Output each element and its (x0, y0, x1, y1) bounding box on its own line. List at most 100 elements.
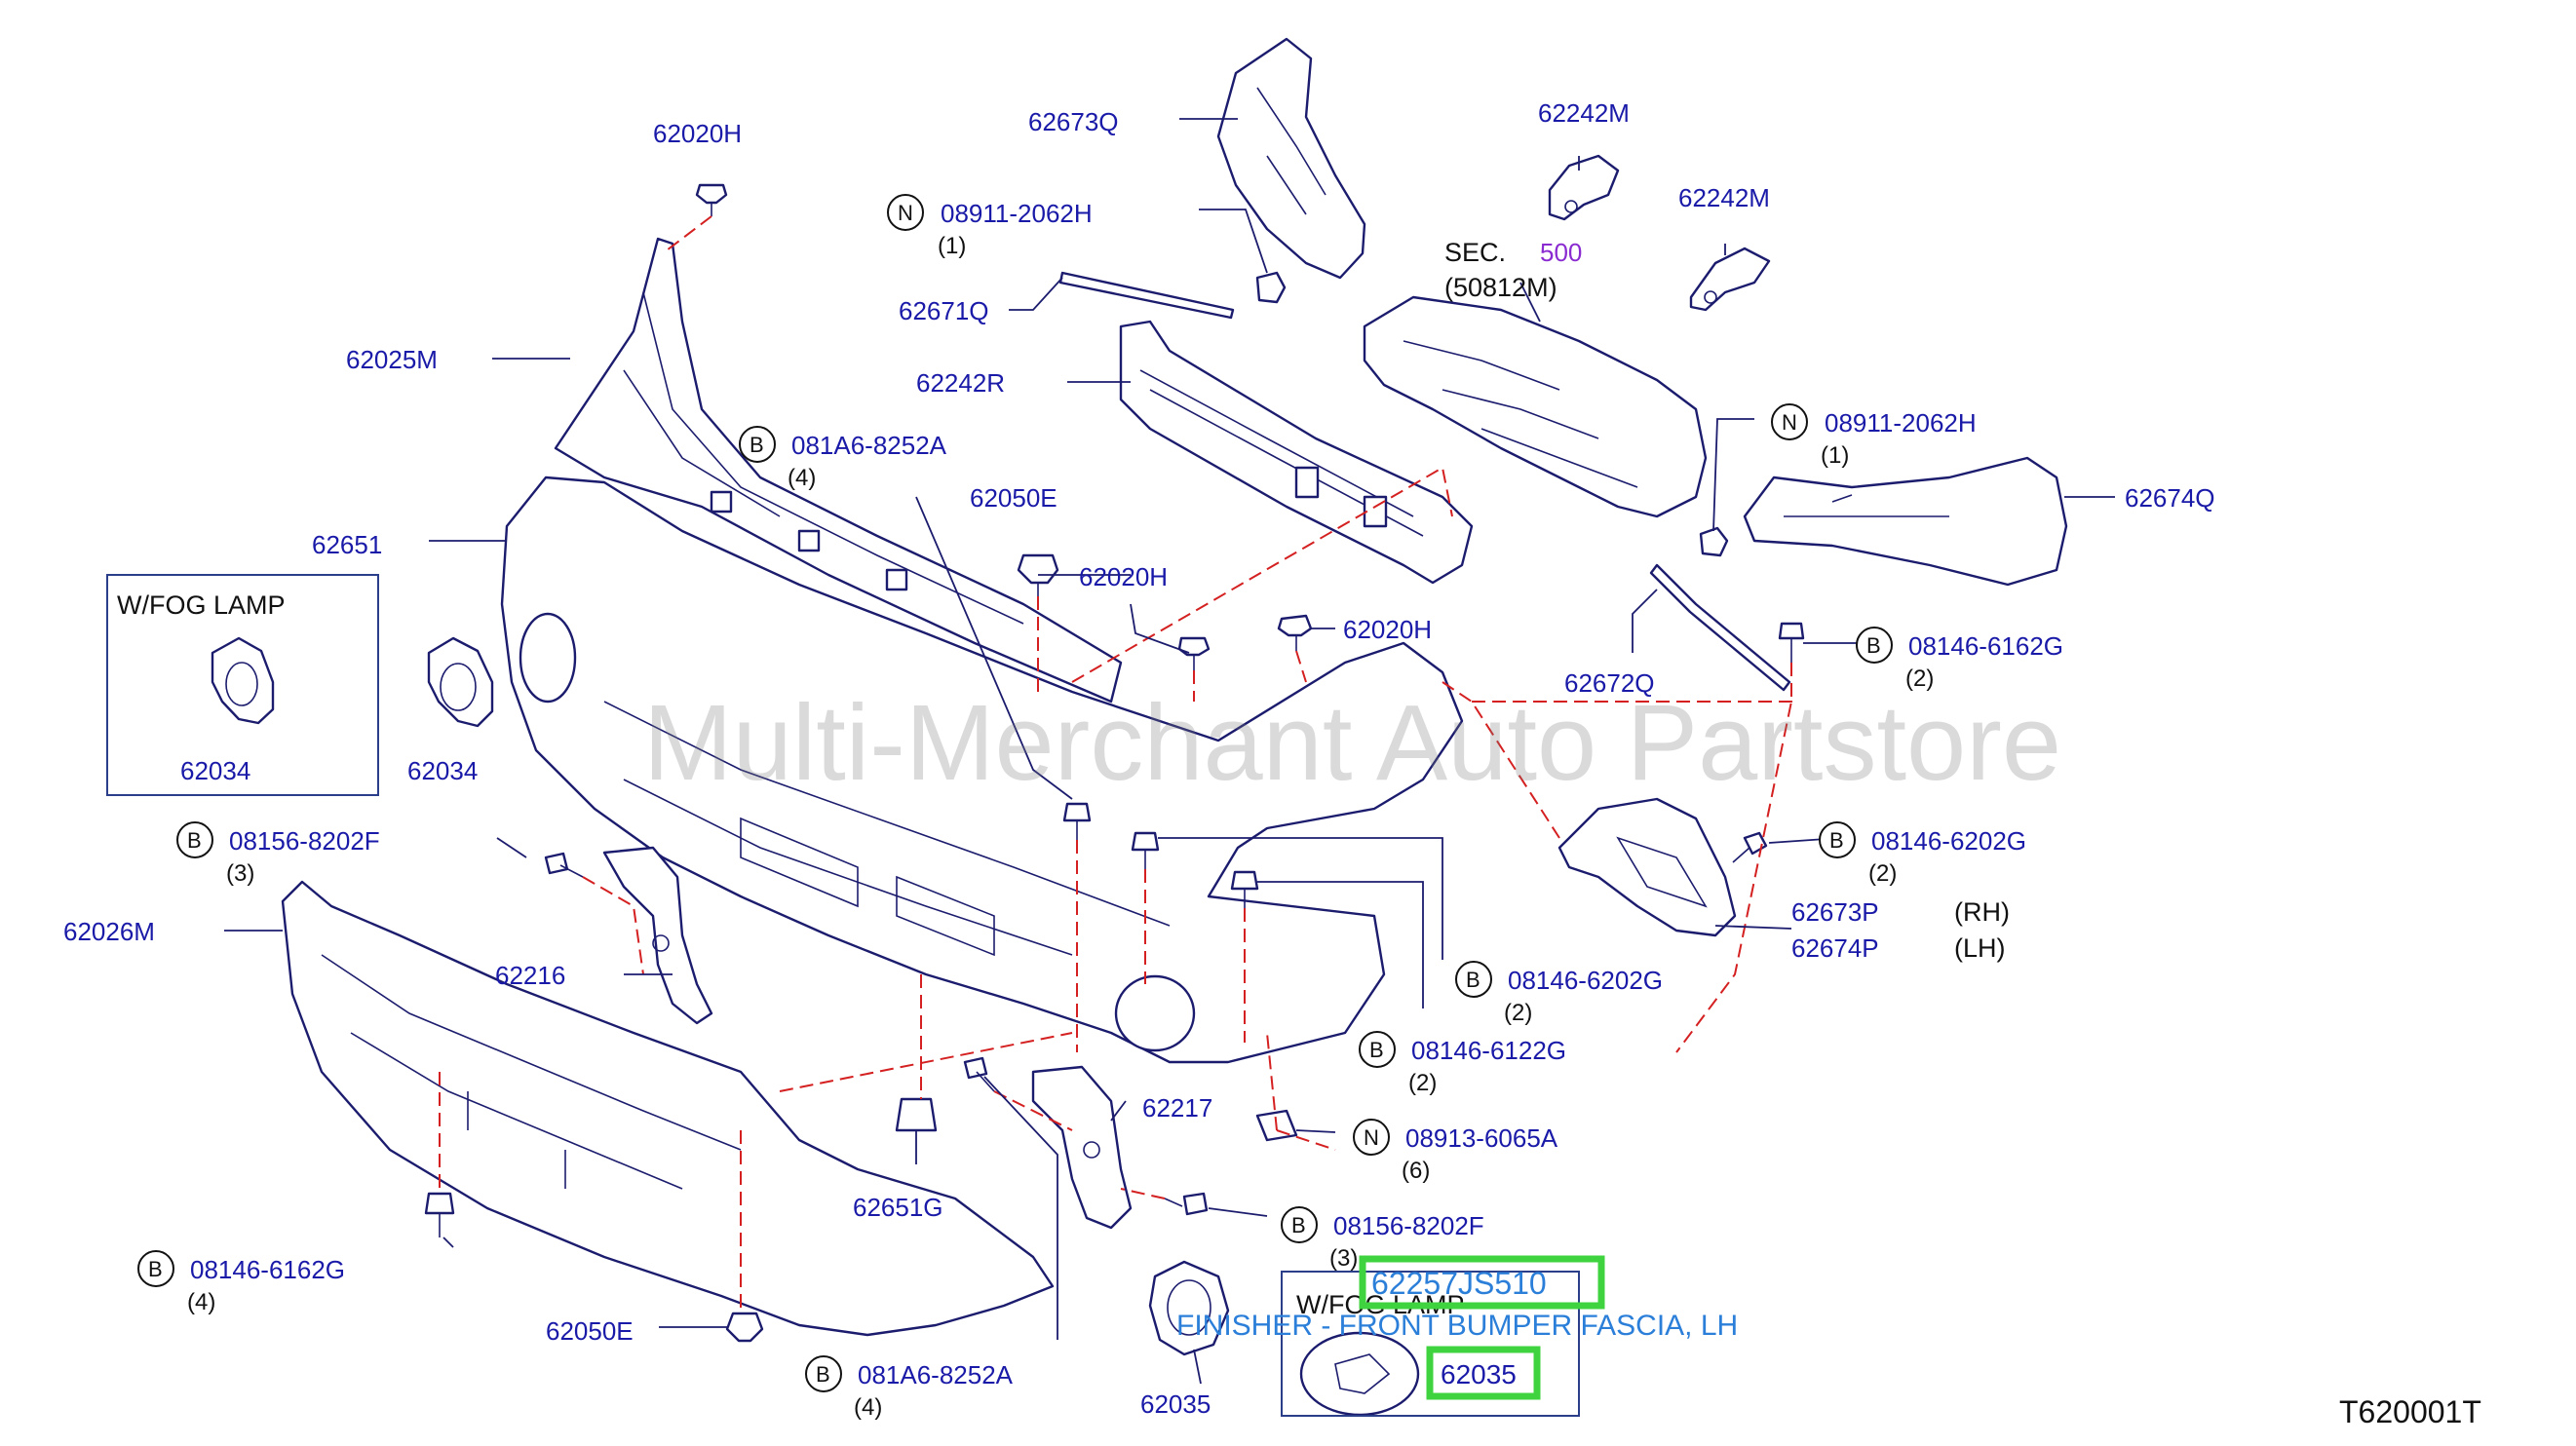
part-62673Q-shape[interactable] (1216, 37, 1366, 280)
sec-prefix: SEC. (1444, 238, 1506, 267)
highlight-part-ref[interactable]: 62035 (1441, 1359, 1517, 1389)
label-62025M[interactable]: 62025M (346, 345, 438, 374)
part-62673P-shape[interactable] (1557, 797, 1737, 937)
bolt-marker-08146-6162G-a (1856, 627, 1893, 664)
fog-box-part[interactable]: 62034 (180, 756, 250, 785)
bolt-081A6-a-shape[interactable] (1062, 802, 1092, 840)
label-62020H-right[interactable]: 62020H (1343, 615, 1432, 644)
fog-box-lamp-shape (211, 636, 275, 725)
label-08156-8202F-b[interactable]: 08156-8202F (1333, 1211, 1484, 1240)
part-62671Q-shape[interactable] (1058, 271, 1235, 320)
nut-08911-a-shape[interactable] (1255, 271, 1287, 304)
part-62025M-shape[interactable] (554, 237, 1123, 704)
label-62034[interactable]: 62034 (407, 756, 478, 785)
watermark: Multi-Merchant Auto Partstore (643, 683, 2061, 803)
sec-number[interactable]: 500 (1540, 238, 1582, 267)
bolt-081A6-b-shape[interactable] (963, 1056, 995, 1092)
fog-box-title: W/FOG LAMP (117, 590, 286, 620)
clip-62020H-mid-shape[interactable] (1177, 636, 1211, 670)
part-62242M-b-shape[interactable] (1689, 247, 1771, 312)
label-62035[interactable]: 62035 (1140, 1389, 1211, 1419)
sec-sub: (50812M) (1444, 273, 1557, 302)
highlight-part-number[interactable]: 62257JS510 (1371, 1266, 1547, 1301)
part-62216-shape[interactable] (602, 846, 713, 1025)
label-08913-6065A[interactable]: 08913-6065A (1405, 1123, 1558, 1153)
bolt-08156-a-shape[interactable] (544, 852, 584, 878)
bolt-marker-08156-b (1281, 1206, 1318, 1243)
qty-08156-8202F-b: (3) (1329, 1245, 1358, 1272)
label-08911-2062H-a[interactable]: 08911-2062H (941, 199, 1093, 228)
nut-marker-08911-b-text: N (1782, 410, 1797, 435)
bolt-marker-081A6-b (805, 1355, 842, 1392)
qty-081A6-8252A-b: (4) (854, 1394, 882, 1421)
part-62242M-a-shape[interactable] (1548, 154, 1620, 221)
label-62050E-b[interactable]: 62050E (546, 1316, 634, 1346)
label-62673Q[interactable]: 62673Q (1028, 107, 1119, 136)
diagram-code: T620001T (2339, 1394, 2481, 1429)
bolt-marker-081A6-a-text: B (750, 433, 764, 457)
part-62651-shape[interactable] (500, 476, 1464, 1064)
label-62242M-a[interactable]: 62242M (1538, 98, 1630, 128)
label-081A6-8252A-a[interactable]: 081A6-8252A (791, 431, 947, 460)
part-50812M-shape[interactable] (1363, 295, 1708, 518)
bolt-marker-081A6-b-text: B (816, 1362, 830, 1387)
part-62672Q-shape[interactable] (1649, 563, 1791, 692)
qty-08146-6122G: (2) (1408, 1070, 1437, 1096)
label-62050E-a[interactable]: 62050E (970, 483, 1057, 513)
highlight-part-ref-frame (1426, 1346, 1541, 1400)
part-62217-shape[interactable] (1031, 1065, 1133, 1230)
label-62020H-mid[interactable]: 62020H (1079, 562, 1168, 591)
label-62672Q[interactable]: 62672Q (1564, 668, 1655, 698)
fog-box-2-frame (1281, 1271, 1580, 1417)
part-62035-shape[interactable] (1148, 1260, 1230, 1356)
label-62674Q[interactable]: 62674Q (2125, 483, 2215, 513)
label-62671Q[interactable]: 62671Q (899, 296, 989, 325)
label-08146-6202G-a[interactable]: 08146-6202G (1871, 826, 2026, 856)
bolt-marker-08146-6162G-b-text: B (148, 1257, 163, 1281)
bolt-08146-6162G-a-shape[interactable] (1778, 622, 1805, 663)
label-08146-6122G[interactable]: 08146-6122G (1411, 1036, 1566, 1065)
label-08911-2062H-b[interactable]: 08911-2062H (1825, 408, 1977, 438)
label-62026M[interactable]: 62026M (63, 917, 155, 946)
fog-box-frame (106, 574, 379, 796)
label-62242R[interactable]: 62242R (916, 368, 1005, 398)
clip-62020H-top-shape[interactable] (695, 183, 728, 216)
nut-08911-b-shape[interactable] (1699, 526, 1729, 557)
clip-62020H-right-shape[interactable] (1277, 614, 1313, 651)
label-08156-8202F-a[interactable]: 08156-8202F (229, 826, 380, 856)
qty-08156-8202F-a: (3) (226, 860, 254, 887)
highlight-part-number-frame (1359, 1255, 1605, 1310)
label-62217[interactable]: 62217 (1142, 1093, 1212, 1123)
qty-081A6-8252A-a: (4) (788, 465, 816, 491)
label-62216[interactable]: 62216 (495, 961, 565, 990)
part-62034-shape[interactable] (427, 636, 494, 728)
label-08146-6162G-b[interactable]: 08146-6162G (190, 1255, 345, 1284)
nut-marker-08913-text: N (1364, 1125, 1379, 1150)
label-62674P[interactable]: 62674P (1791, 933, 1879, 963)
bolt-marker-08146-6202G-b (1455, 961, 1492, 998)
label-62242M-b[interactable]: 62242M (1678, 183, 1770, 212)
part-62674Q-shape[interactable] (1743, 456, 2068, 587)
label-08146-6162G-a[interactable]: 08146-6162G (1908, 631, 2063, 661)
bolt-marker-08146-6122G (1359, 1031, 1396, 1068)
leader-lines (224, 118, 2115, 1385)
bolt-08146-6122G-shape[interactable] (1230, 870, 1259, 908)
label-62673P[interactable]: 62673P (1791, 897, 1879, 927)
label-62020H-top[interactable]: 62020H (653, 119, 742, 148)
part-62026M-shape[interactable] (281, 880, 1055, 1337)
clip-62050E-a-shape[interactable] (1017, 553, 1059, 596)
bolt-08146-6202G-b-shape[interactable] (1131, 831, 1160, 869)
bolt-08156-b-shape[interactable] (1164, 1192, 1209, 1216)
label-08146-6202G-b[interactable]: 08146-6202G (1508, 966, 1663, 995)
bolt-marker-081A6-a (739, 426, 776, 463)
qty-08911-2062H-b: (1) (1821, 442, 1849, 469)
label-62651G[interactable]: 62651G (853, 1193, 943, 1222)
highlight-description: FINISHER - FRONT BUMPER FASCIA, LH (1176, 1310, 1738, 1342)
clip-62050E-b-shape[interactable] (725, 1312, 764, 1343)
label-081A6-8252A-b[interactable]: 081A6-8252A (858, 1360, 1014, 1389)
bolt-marker-08146-6122G-text: B (1369, 1038, 1384, 1062)
part-62242R-shape[interactable] (1119, 320, 1474, 585)
label-62651[interactable]: 62651 (312, 530, 382, 559)
bolt-08146-6162G-b-shape[interactable] (424, 1192, 455, 1237)
clip-62651G-shape[interactable] (895, 1097, 938, 1132)
